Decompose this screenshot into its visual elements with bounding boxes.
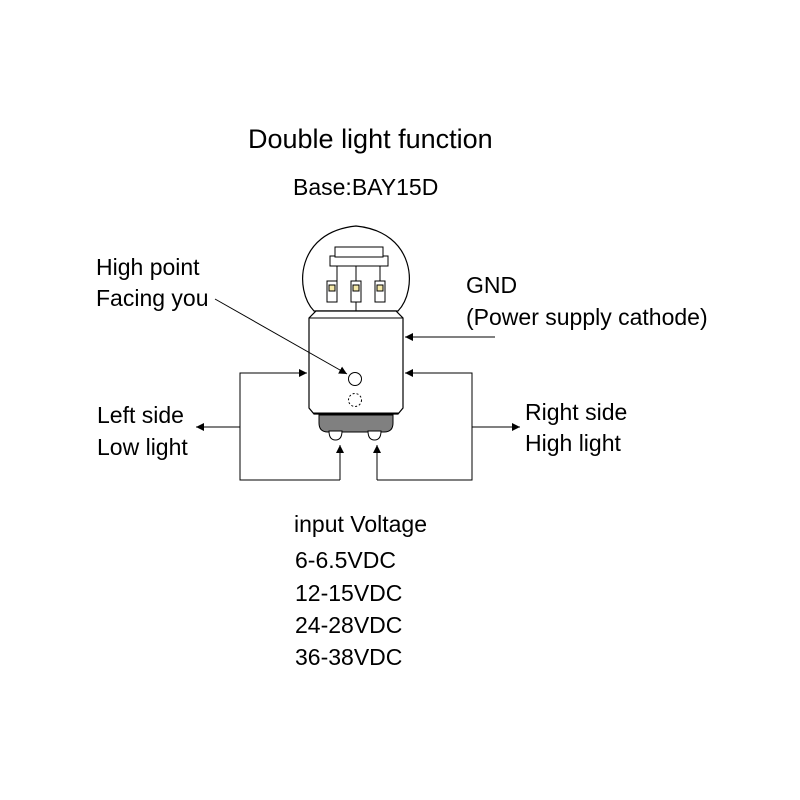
high-point-pin	[348, 372, 362, 386]
voltage-value: 24-28VDC	[295, 612, 403, 638]
led-assembly	[326, 246, 389, 311]
high-point-arrow	[214, 298, 348, 375]
bulb-base	[308, 310, 404, 415]
base-type-label: Base:BAY15D	[293, 174, 439, 200]
right-contact	[367, 430, 382, 441]
led-chip	[328, 284, 336, 292]
voltage-value: 6-6.5VDC	[295, 547, 396, 573]
input-voltage-title: input Voltage	[294, 511, 428, 537]
high-light-label: High light	[525, 430, 621, 456]
left-side-label: Left side	[97, 402, 184, 428]
gnd-description: (Power supply cathode)	[466, 304, 708, 330]
right-side-label: Right side	[525, 399, 628, 425]
led-chip	[352, 284, 360, 292]
gnd-label: GND	[466, 272, 518, 298]
high-point-label: High point	[96, 254, 200, 280]
voltage-value: 36-38VDC	[295, 644, 403, 670]
diagram-title: Double light function	[248, 124, 493, 154]
low-light-label: Low light	[97, 434, 188, 460]
base-insulator	[318, 414, 394, 433]
left-contact	[328, 430, 343, 441]
voltage-value: 12-15VDC	[295, 580, 403, 606]
facing-you-label: Facing you	[96, 285, 209, 311]
hidden-pin	[348, 393, 362, 407]
led-chip	[376, 284, 384, 292]
